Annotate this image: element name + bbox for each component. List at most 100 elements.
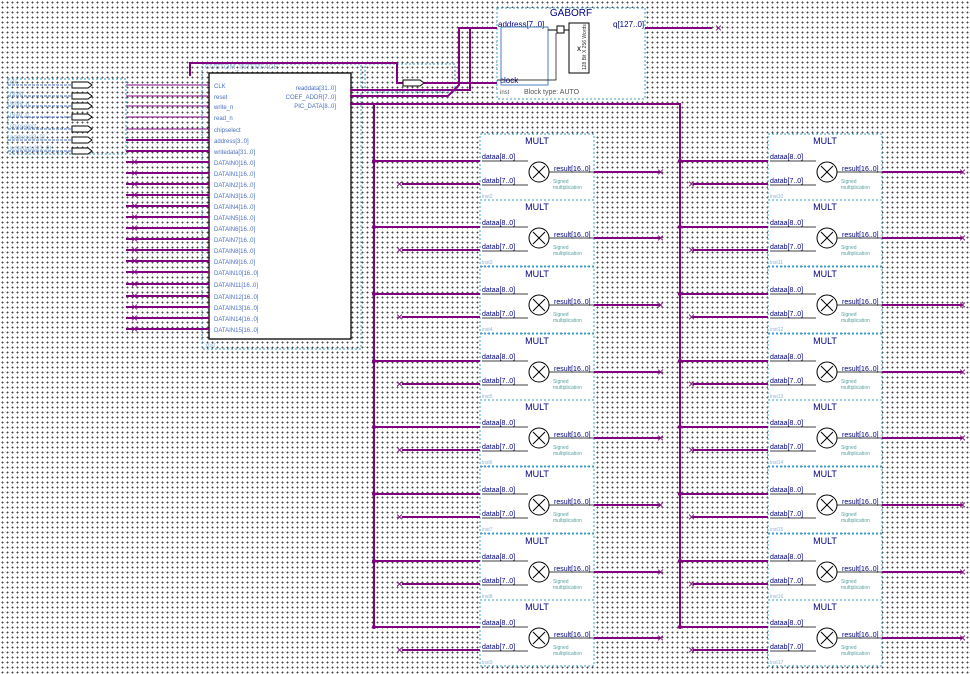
custom-output-port-label: COEF_ADDR[7..0] xyxy=(286,95,337,101)
mult-block[interactable]: MULTdataa[8..0]datab[7..0]result[16..0]S… xyxy=(479,599,595,667)
mult-datab-port: datab[7..0] xyxy=(770,578,803,585)
mult-multiplication-note: multiplication xyxy=(553,585,582,591)
mult-block[interactable]: MULTdataa[8..0]datab[7..0]result[16..0]S… xyxy=(479,133,595,201)
mult-title: MULT xyxy=(525,269,549,279)
mult-block[interactable]: MULTdataa[8..0]datab[7..0]result[16..0]S… xyxy=(767,266,883,334)
mult-block[interactable]: MULT dataa[8..0] datab[7..0] result[16..0] S… xyxy=(767,399,883,467)
mult-dataa-port: dataa[8..0] xyxy=(482,420,515,427)
input-pin-label: read_n xyxy=(10,112,29,118)
input-pin-1[interactable]: reset xyxy=(8,91,93,100)
wire-end-marker-icon: × xyxy=(959,631,966,645)
mult-inst-label: inst15 xyxy=(770,527,784,533)
mult-block[interactable]: MULTdataa[8..0]datab[7..0]result[16..0]S… xyxy=(479,533,595,601)
mult-signed-note: Signed xyxy=(841,645,857,651)
input-pin-label: reset xyxy=(10,91,24,97)
mult-signed-note: Signed xyxy=(553,179,569,185)
wire-end-marker-icon: × xyxy=(959,431,966,445)
mult-title: MULT xyxy=(813,402,837,412)
custom-input-port-label: DATAIN11[16..0] xyxy=(214,283,258,289)
mult-block[interactable]: MULTdataa[8..0]datab[7..0]result[16..0]S… xyxy=(767,599,883,667)
input-pin-label: clk xyxy=(10,80,18,86)
mult-block[interactable]: MULTdataa[8..0]datab[7..0]result[16..0]S… xyxy=(767,199,883,267)
custom-input-port-label: DATAIN1[16..0] xyxy=(214,172,255,178)
mult-dataa-port: dataa[8..0] xyxy=(482,220,515,227)
mult-block[interactable]: MULTdataa[8..0]datab[7..0]result[16..0]S… xyxy=(479,266,595,334)
custom-output-port-label: readdata[31..0] xyxy=(296,86,337,92)
gaborf-address-port: address[7..0] xyxy=(498,20,544,29)
mult-block[interactable]: MULTdataa[8..0]datab[7..0]result[16..0]S… xyxy=(479,466,595,534)
input-pin-4[interactable]: chipselect xyxy=(8,124,93,133)
mult-dataa-port: dataa[8..0] xyxy=(770,420,803,427)
custom-input-port-label: DATAIN13[16..0] xyxy=(214,306,259,312)
mult-inst-label: inst6 xyxy=(482,460,493,466)
mult-block[interactable]: MULTdataa[8..0]datab[7..0]result[16..0]S… xyxy=(767,133,883,201)
input-pin-3[interactable]: read_n xyxy=(8,112,93,121)
mult-signed-note: Signed xyxy=(841,379,857,385)
mult-multiplication-note: multiplication xyxy=(841,385,870,391)
mult-multiplication-note: multiplication xyxy=(841,318,870,324)
coef-connector[interactable] xyxy=(402,79,425,87)
wire-end-marker-icon: × xyxy=(657,498,664,512)
custom-input-port-label: DATAIN3[16..0] xyxy=(214,194,255,200)
wire-end-marker-icon: × xyxy=(715,21,722,35)
mult-block[interactable]: MULTdataa[8..0]datab[7..0]result[16..0]S… xyxy=(479,199,595,267)
mult-block[interactable]: MULTdataa[8..0]datab[7..0]result[16..0]S… xyxy=(479,399,595,467)
custom-input-port-label: DATAIN10[16..0] xyxy=(214,271,259,277)
mult-signed-note: Signed xyxy=(553,245,569,251)
connection-region xyxy=(364,63,456,93)
gaborf-inst: inst xyxy=(500,90,510,96)
wire-end-marker-icon: × xyxy=(688,443,695,457)
mult-inst-label: inst16 xyxy=(770,594,784,600)
mult-inst-label: inst11 xyxy=(770,260,783,266)
wire-end-marker-icon: × xyxy=(131,166,138,180)
mult-block[interactable]: MULTdataa[8..0]datab[7..0]result[16..0]S… xyxy=(479,333,595,401)
wire-end-marker-icon: × xyxy=(657,365,664,379)
wire-end-marker-icon: × xyxy=(131,300,138,314)
mult-inst-label: inst8 xyxy=(482,594,493,600)
mult-title: MULT xyxy=(813,536,837,546)
gaborf-block[interactable]: GABORF address[7..0] q[127..0] clock x 1… xyxy=(496,7,646,100)
mult-signed-note: Signed xyxy=(841,179,857,185)
wire-end-marker-icon: × xyxy=(131,322,138,336)
wire-end-marker-icon: × xyxy=(688,643,695,657)
wire-end-marker-icon: × xyxy=(688,377,695,391)
mult-block[interactable]: MULTdataa[8..0]datab[7..0]result[16..0]S… xyxy=(767,333,883,401)
mult-title: MULT xyxy=(525,602,549,612)
wire-end-marker-icon: × xyxy=(657,231,664,245)
mult-result-port: result[16..0] xyxy=(842,432,879,439)
mult-dataa-port: dataa[8..0] xyxy=(770,620,803,627)
mult-block[interactable]: MULTdataa[8..0]datab[7..0]result[16..0]S… xyxy=(767,466,883,534)
bus-wires[interactable] xyxy=(189,27,768,628)
input-pin-label: writedata[31..0] xyxy=(9,146,51,152)
input-pin-2[interactable]: write_n xyxy=(8,101,93,110)
gaborf-q-port: q[127..0] xyxy=(613,20,644,29)
wire-end-marker-icon: × xyxy=(959,565,966,579)
mult-block[interactable]: MULTdataa[8..0]datab[7..0]result[16..0]S… xyxy=(767,533,883,601)
mult-signed-note: Signed xyxy=(553,445,569,451)
mult-multiplication-note: multiplication xyxy=(841,451,870,457)
custom-input-port-label: DATAIN9[16..0] xyxy=(214,260,255,266)
wire-end-marker-icon: × xyxy=(657,631,664,645)
mult-result-port: result[16..0] xyxy=(842,166,879,173)
mult-datab-port: datab[7..0] xyxy=(770,444,803,451)
mult-dataa-port: dataa[8..0] xyxy=(482,287,515,294)
mult-dataa-port: dataa[8..0] xyxy=(770,354,803,361)
mult-datab-port: datab[7..0] xyxy=(770,378,803,385)
custom-interface-title: CUSTOM_INTERFACE xyxy=(205,64,279,71)
wire-end-marker-icon: × xyxy=(688,510,695,524)
wire-end-marker-icon: × xyxy=(131,254,138,268)
input-pin-6[interactable]: writedata[31..0] xyxy=(8,146,93,155)
mult-signed-note: Signed xyxy=(841,445,857,451)
mult-inst-label: inst7 xyxy=(482,527,493,533)
mult-multiplication-note: multiplication xyxy=(841,185,870,191)
custom-interface-block[interactable]: CUSTOM_INTERFACE inst xyxy=(201,63,362,350)
input-pin-0[interactable]: clk xyxy=(8,80,93,89)
mult-signed-note: Signed xyxy=(841,512,857,518)
mult-signed-note: Signed xyxy=(841,312,857,318)
mult-title: MULT xyxy=(813,469,837,479)
input-pin-5[interactable]: address[3..0] xyxy=(8,135,93,144)
mult-datab-port: datab[7..0] xyxy=(482,378,515,385)
wire-end-marker-icon: × xyxy=(688,177,695,191)
input-pin-label: chipselect xyxy=(10,124,37,130)
